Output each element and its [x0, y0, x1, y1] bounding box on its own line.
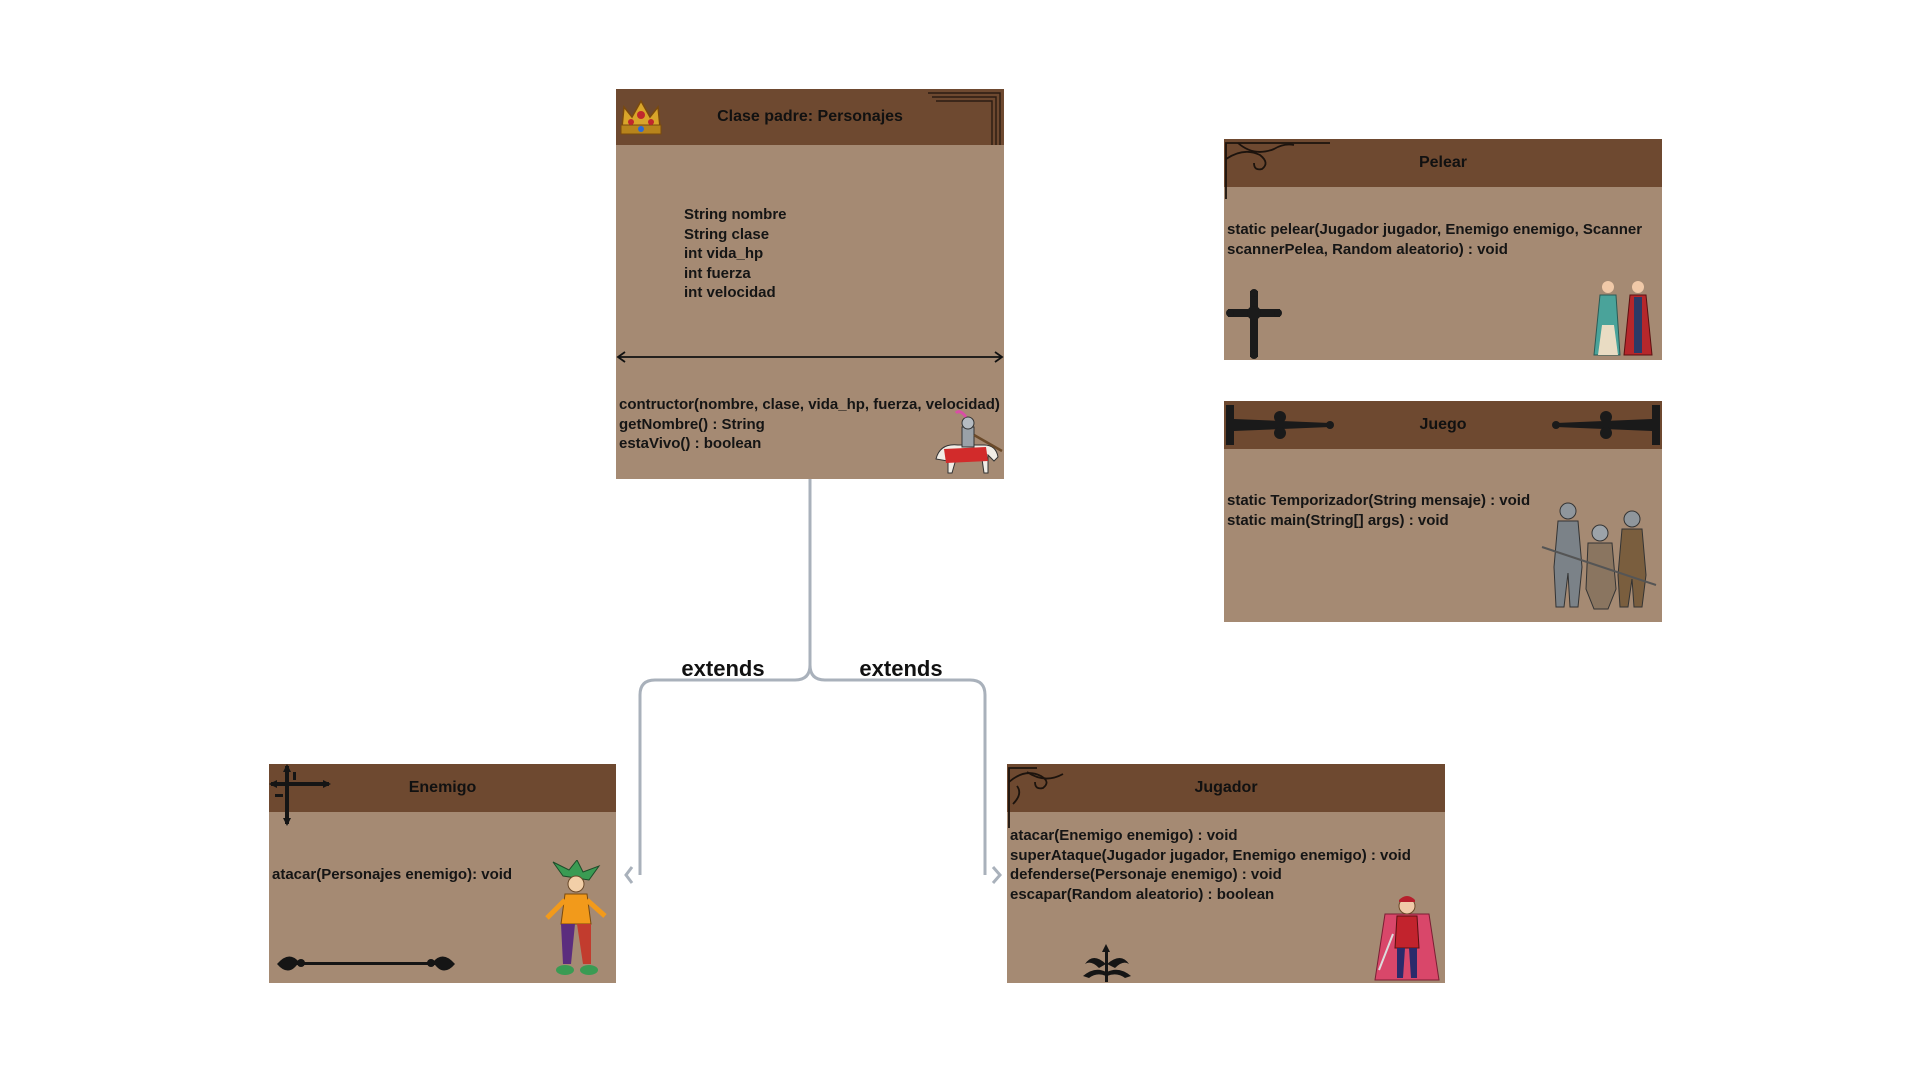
- crown-icon: [620, 99, 662, 135]
- attribute-0: String nombre: [684, 206, 787, 223]
- class-jugador: Jugador atacar(Enemigo enemigo) : void s…: [1007, 764, 1445, 983]
- class-pelear: Pelear static pelear(Jugador jugador, En…: [1224, 139, 1662, 360]
- method-2: defenderse(Personaje enemigo) : void: [1010, 866, 1282, 883]
- attribute-1: String clase: [684, 225, 770, 243]
- method-0: contructor(nombre, clase, vida_hp, fuerz…: [619, 396, 1000, 413]
- method-1: static main(String[] args) : void: [1227, 511, 1449, 529]
- class-jugador-header: Jugador: [1007, 764, 1445, 812]
- class-enemigo-header: Enemigo: [269, 764, 616, 812]
- class-personajes-title: Clase padre: Personajes: [717, 108, 903, 125]
- corner-lines-ornament-icon: [928, 92, 1001, 145]
- method-0: static pelear(Jugador jugador, Enemigo e…: [1227, 221, 1643, 238]
- fleur-ornament-icon: [1083, 944, 1131, 982]
- edge-label-enemigo: extends: [681, 656, 764, 681]
- swirl-ornament-icon: [1225, 142, 1330, 199]
- method-0: atacar(Enemigo enemigo) : void: [1010, 827, 1238, 844]
- methods-list: atacar(Enemigo enemigo) : void superAtaq…: [1010, 826, 1411, 904]
- methods-list: contructor(nombre, clase, vida_hp, fuerz…: [619, 395, 1000, 454]
- edge-enemigo-personajes: [638, 475, 812, 875]
- class-enemigo-title: Enemigo: [408, 779, 477, 796]
- knights-group-icon: [1541, 502, 1657, 610]
- attribute-2: int vida_hp: [684, 245, 764, 262]
- edge-jugador-personajes: [808, 664, 987, 875]
- villain-icon: [1374, 896, 1440, 981]
- class-pelear-title: Pelear: [1418, 154, 1468, 171]
- methods-list: static Temporizador(String mensaje) : vo…: [1227, 491, 1530, 530]
- jester-icon: [545, 860, 607, 975]
- class-personajes-header: Clase padre: Personajes: [616, 89, 1004, 145]
- hinge-ornament-right-icon: [1552, 405, 1660, 445]
- attribute-4: int velocidad: [684, 284, 776, 301]
- method-2: estaVivo() : boolean: [619, 435, 762, 452]
- class-juego: Juego static Temporizador(String mensaje…: [1224, 401, 1662, 622]
- attribute-3: int fuerza: [684, 264, 751, 282]
- method-1: scannerPelea, Random aleatorio) : void: [1227, 240, 1508, 258]
- methods-list: atacar(Personajes enemigo): void: [272, 865, 512, 885]
- hinge-ornament-left-icon: [1226, 405, 1334, 445]
- royal-couple-icon: [1593, 281, 1653, 356]
- arrowhead-jugador: [991, 866, 1002, 884]
- class-jugador-title: Jugador: [1194, 779, 1258, 796]
- method-1: getNombre() : String: [619, 415, 765, 433]
- method-3: escapar(Random aleatorio) : boolean: [1010, 885, 1275, 903]
- method-0: static Temporizador(String mensaje) : vo…: [1227, 492, 1531, 509]
- cross-corner-ornament-icon: [269, 764, 331, 826]
- arrowhead-enemigo: [624, 866, 634, 884]
- scroll-ornament-icon: [277, 956, 455, 971]
- swirl-corner-ornament-icon: [1008, 767, 1064, 828]
- cross-icon: [1226, 289, 1282, 359]
- class-juego-title: Juego: [1419, 416, 1467, 433]
- knight-on-horse-icon: [935, 410, 1003, 474]
- class-pelear-header: Pelear: [1224, 139, 1662, 187]
- method-0: atacar(Personajes enemigo): void: [272, 866, 513, 883]
- attributes-list: String nombre String clase int vida_hp i…: [684, 205, 787, 303]
- class-personajes: Clase padre: Personajes String nombre St…: [616, 89, 1004, 479]
- section-divider: [616, 351, 1004, 363]
- method-1: superAtaque(Jugador jugador, Enemigo ene…: [1010, 846, 1411, 864]
- class-enemigo: Enemigo atacar(Personajes enemigo): void: [269, 764, 616, 983]
- edge-label-jugador: extends: [859, 656, 942, 681]
- methods-list: static pelear(Jugador jugador, Enemigo e…: [1227, 220, 1642, 259]
